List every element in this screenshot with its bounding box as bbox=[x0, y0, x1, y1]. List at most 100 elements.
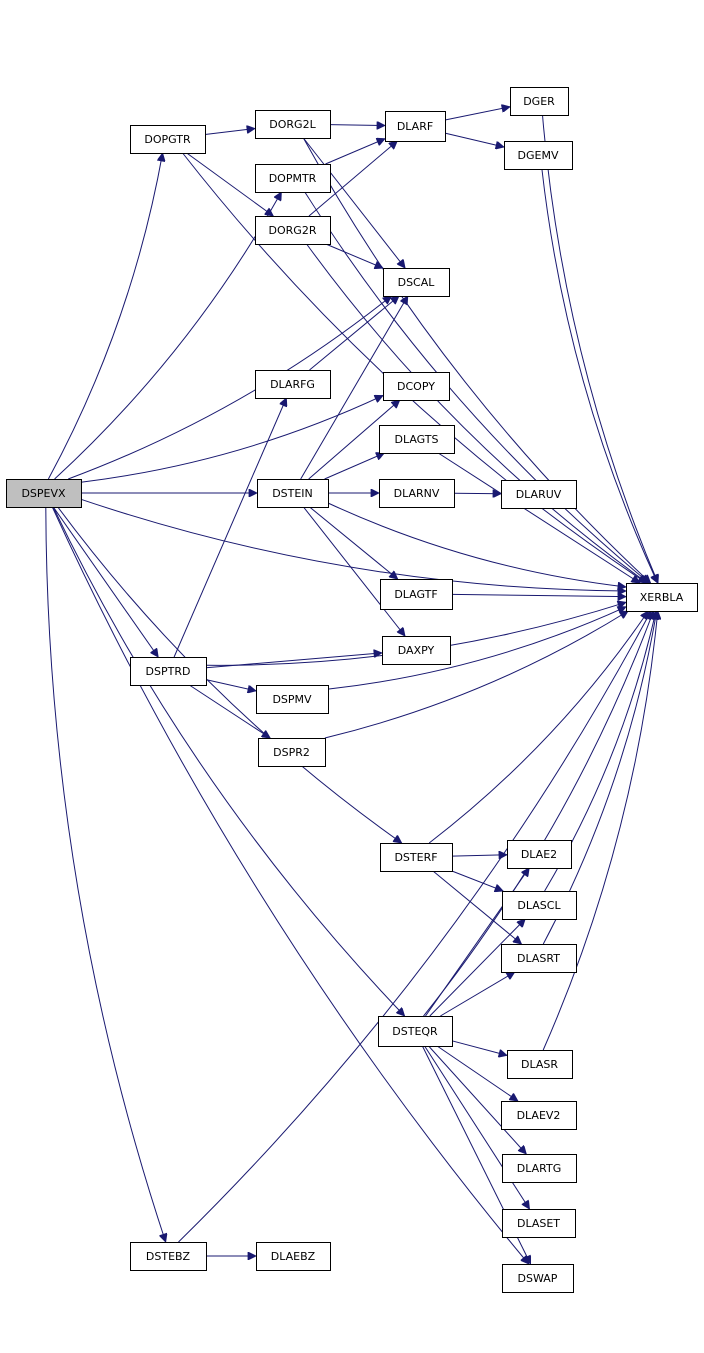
edge-dspevx-to-dstebz bbox=[45, 506, 166, 1242]
edge-dspmv-to-xerbla bbox=[327, 607, 626, 690]
node-box-dger[interactable] bbox=[510, 87, 569, 116]
node-box-dspr2[interactable] bbox=[258, 738, 326, 767]
node-box-dopmtr[interactable] bbox=[255, 164, 331, 193]
node-box-dlasr[interactable] bbox=[507, 1050, 573, 1079]
edge-dlagtf-to-xerbla bbox=[451, 594, 626, 596]
node-box-dsptrd[interactable] bbox=[130, 657, 207, 686]
node-dopgtr[interactable]: DOPGTR bbox=[130, 125, 206, 154]
node-box-dlasrt[interactable] bbox=[501, 944, 577, 973]
node-box-dlae2[interactable] bbox=[507, 840, 572, 869]
node-label-dlagts: DLAGTS bbox=[394, 433, 438, 446]
node-dlarfg[interactable]: DLARFG bbox=[255, 370, 331, 399]
node-box-dspmv[interactable] bbox=[256, 685, 329, 714]
node-box-dlarf[interactable] bbox=[385, 111, 446, 142]
node-box-dswap[interactable] bbox=[502, 1264, 574, 1293]
node-dlaev2[interactable]: DLAEV2 bbox=[501, 1101, 577, 1130]
node-dspr2[interactable]: DSPR2 bbox=[258, 738, 326, 767]
edge-dsterf-to-xerbla bbox=[428, 611, 648, 844]
node-box-dopgtr[interactable] bbox=[130, 125, 206, 154]
edge-dlarf-to-dgemv bbox=[444, 132, 504, 147]
node-box-dstein[interactable] bbox=[257, 479, 329, 508]
node-dsterf[interactable]: DSTERF bbox=[380, 843, 453, 872]
node-dopmtr[interactable]: DOPMTR bbox=[255, 164, 331, 193]
node-box-dlaset[interactable] bbox=[502, 1209, 576, 1238]
node-label-dscal: DSCAL bbox=[398, 276, 436, 289]
node-label-dsteqr: DSTEQR bbox=[392, 1025, 438, 1038]
node-box-dlaev2[interactable] bbox=[501, 1101, 577, 1130]
node-dlasr[interactable]: DLASR bbox=[507, 1050, 573, 1079]
edge-dsteqr-to-dlasrt bbox=[440, 972, 514, 1017]
node-box-daxpy[interactable] bbox=[382, 636, 451, 665]
node-box-dsteqr[interactable] bbox=[378, 1016, 453, 1047]
node-dlaset[interactable]: DLASET bbox=[502, 1209, 576, 1238]
edge-dopgtr-to-dorg2l bbox=[204, 129, 255, 135]
node-dlarnv[interactable]: DLARNV bbox=[379, 479, 455, 508]
node-box-dlarnv[interactable] bbox=[379, 479, 455, 508]
node-label-dlagtf: DLAGTF bbox=[394, 588, 437, 601]
node-box-dlagts[interactable] bbox=[379, 425, 455, 454]
node-dspevx[interactable]: DSPEVX bbox=[6, 479, 82, 508]
node-label-dorg2l: DORG2L bbox=[269, 118, 316, 131]
node-box-dlaebz[interactable] bbox=[256, 1242, 331, 1271]
node-label-dlarnv: DLARNV bbox=[394, 487, 440, 500]
node-box-dlascl[interactable] bbox=[502, 891, 577, 920]
node-dspmv[interactable]: DSPMV bbox=[256, 685, 329, 714]
node-dcopy[interactable]: DCOPY bbox=[383, 372, 450, 401]
node-box-dlartg[interactable] bbox=[502, 1154, 577, 1183]
node-box-dspevx[interactable] bbox=[6, 479, 82, 508]
node-dgemv[interactable]: DGEMV bbox=[504, 141, 573, 170]
node-box-dgemv[interactable] bbox=[504, 141, 573, 170]
edge-dlarf-to-dger bbox=[444, 107, 510, 121]
node-xerbla[interactable]: XERBLA bbox=[626, 583, 698, 612]
node-label-dspevx: DSPEVX bbox=[21, 487, 66, 500]
node-dlascl[interactable]: DLASCL bbox=[502, 891, 577, 920]
edge-dorg2l-to-dlarf bbox=[329, 125, 385, 126]
node-dstein[interactable]: DSTEIN bbox=[257, 479, 329, 508]
node-dlagtf[interactable]: DLAGTF bbox=[380, 579, 453, 610]
node-dlaebz[interactable]: DLAEBZ bbox=[256, 1242, 331, 1271]
edge-dger-to-xerbla bbox=[542, 114, 659, 583]
node-dlasrt[interactable]: DLASRT bbox=[501, 944, 577, 973]
edge-dorg2r-to-dlarf bbox=[308, 141, 397, 217]
edge-dstein-to-dlagtf bbox=[309, 506, 398, 579]
node-daxpy[interactable]: DAXPY bbox=[382, 636, 451, 665]
node-box-dorg2l[interactable] bbox=[255, 110, 331, 139]
node-dger[interactable]: DGER bbox=[510, 87, 569, 116]
edge-dspevx-to-dswap bbox=[51, 506, 528, 1264]
node-box-dscal[interactable] bbox=[383, 268, 450, 297]
edge-dspevx-to-dsptrd bbox=[52, 506, 158, 657]
node-dsptrd[interactable]: DSPTRD bbox=[130, 657, 207, 686]
node-dorg2l[interactable]: DORG2L bbox=[255, 110, 331, 139]
node-dlagts[interactable]: DLAGTS bbox=[379, 425, 455, 454]
node-label-dlasrt: DLASRT bbox=[517, 952, 560, 965]
edge-dsteqr-to-dlasr bbox=[451, 1040, 507, 1056]
node-box-dcopy[interactable] bbox=[383, 372, 450, 401]
node-dswap[interactable]: DSWAP bbox=[502, 1264, 574, 1293]
node-dlaruv[interactable]: DLARUV bbox=[501, 480, 577, 509]
node-dstebz[interactable]: DSTEBZ bbox=[130, 1242, 207, 1271]
node-label-dlaev2: DLAEV2 bbox=[517, 1109, 561, 1122]
node-label-dstebz: DSTEBZ bbox=[146, 1250, 191, 1263]
edge-dopgtr-to-dorg2r bbox=[186, 152, 274, 216]
edge-dsptrd-to-daxpy bbox=[205, 653, 382, 669]
node-dorg2r[interactable]: DORG2R bbox=[255, 216, 331, 245]
node-box-dlarfg[interactable] bbox=[255, 370, 331, 399]
node-dlae2[interactable]: DLAE2 bbox=[507, 840, 572, 869]
node-box-dlagtf[interactable] bbox=[380, 579, 453, 610]
node-box-dstebz[interactable] bbox=[130, 1242, 207, 1271]
node-dsteqr[interactable]: DSTEQR bbox=[378, 1016, 453, 1047]
node-box-dsterf[interactable] bbox=[380, 843, 453, 872]
node-box-dlaruv[interactable] bbox=[501, 480, 577, 509]
edge-dopgtr-to-xerbla bbox=[182, 152, 647, 583]
edge-dorg2l-to-dscal bbox=[303, 137, 405, 268]
node-label-dopmtr: DOPMTR bbox=[269, 172, 317, 185]
node-label-dlae2: DLAE2 bbox=[521, 848, 557, 861]
node-dlarf[interactable]: DLARF bbox=[385, 111, 446, 142]
node-dlartg[interactable]: DLARTG bbox=[502, 1154, 577, 1183]
edge-dsteqr-to-dlascl bbox=[429, 919, 525, 1017]
node-label-dspr2: DSPR2 bbox=[273, 746, 310, 759]
node-box-xerbla[interactable] bbox=[626, 583, 698, 612]
node-box-dorg2r[interactable] bbox=[255, 216, 331, 245]
node-dscal[interactable]: DSCAL bbox=[383, 268, 450, 297]
